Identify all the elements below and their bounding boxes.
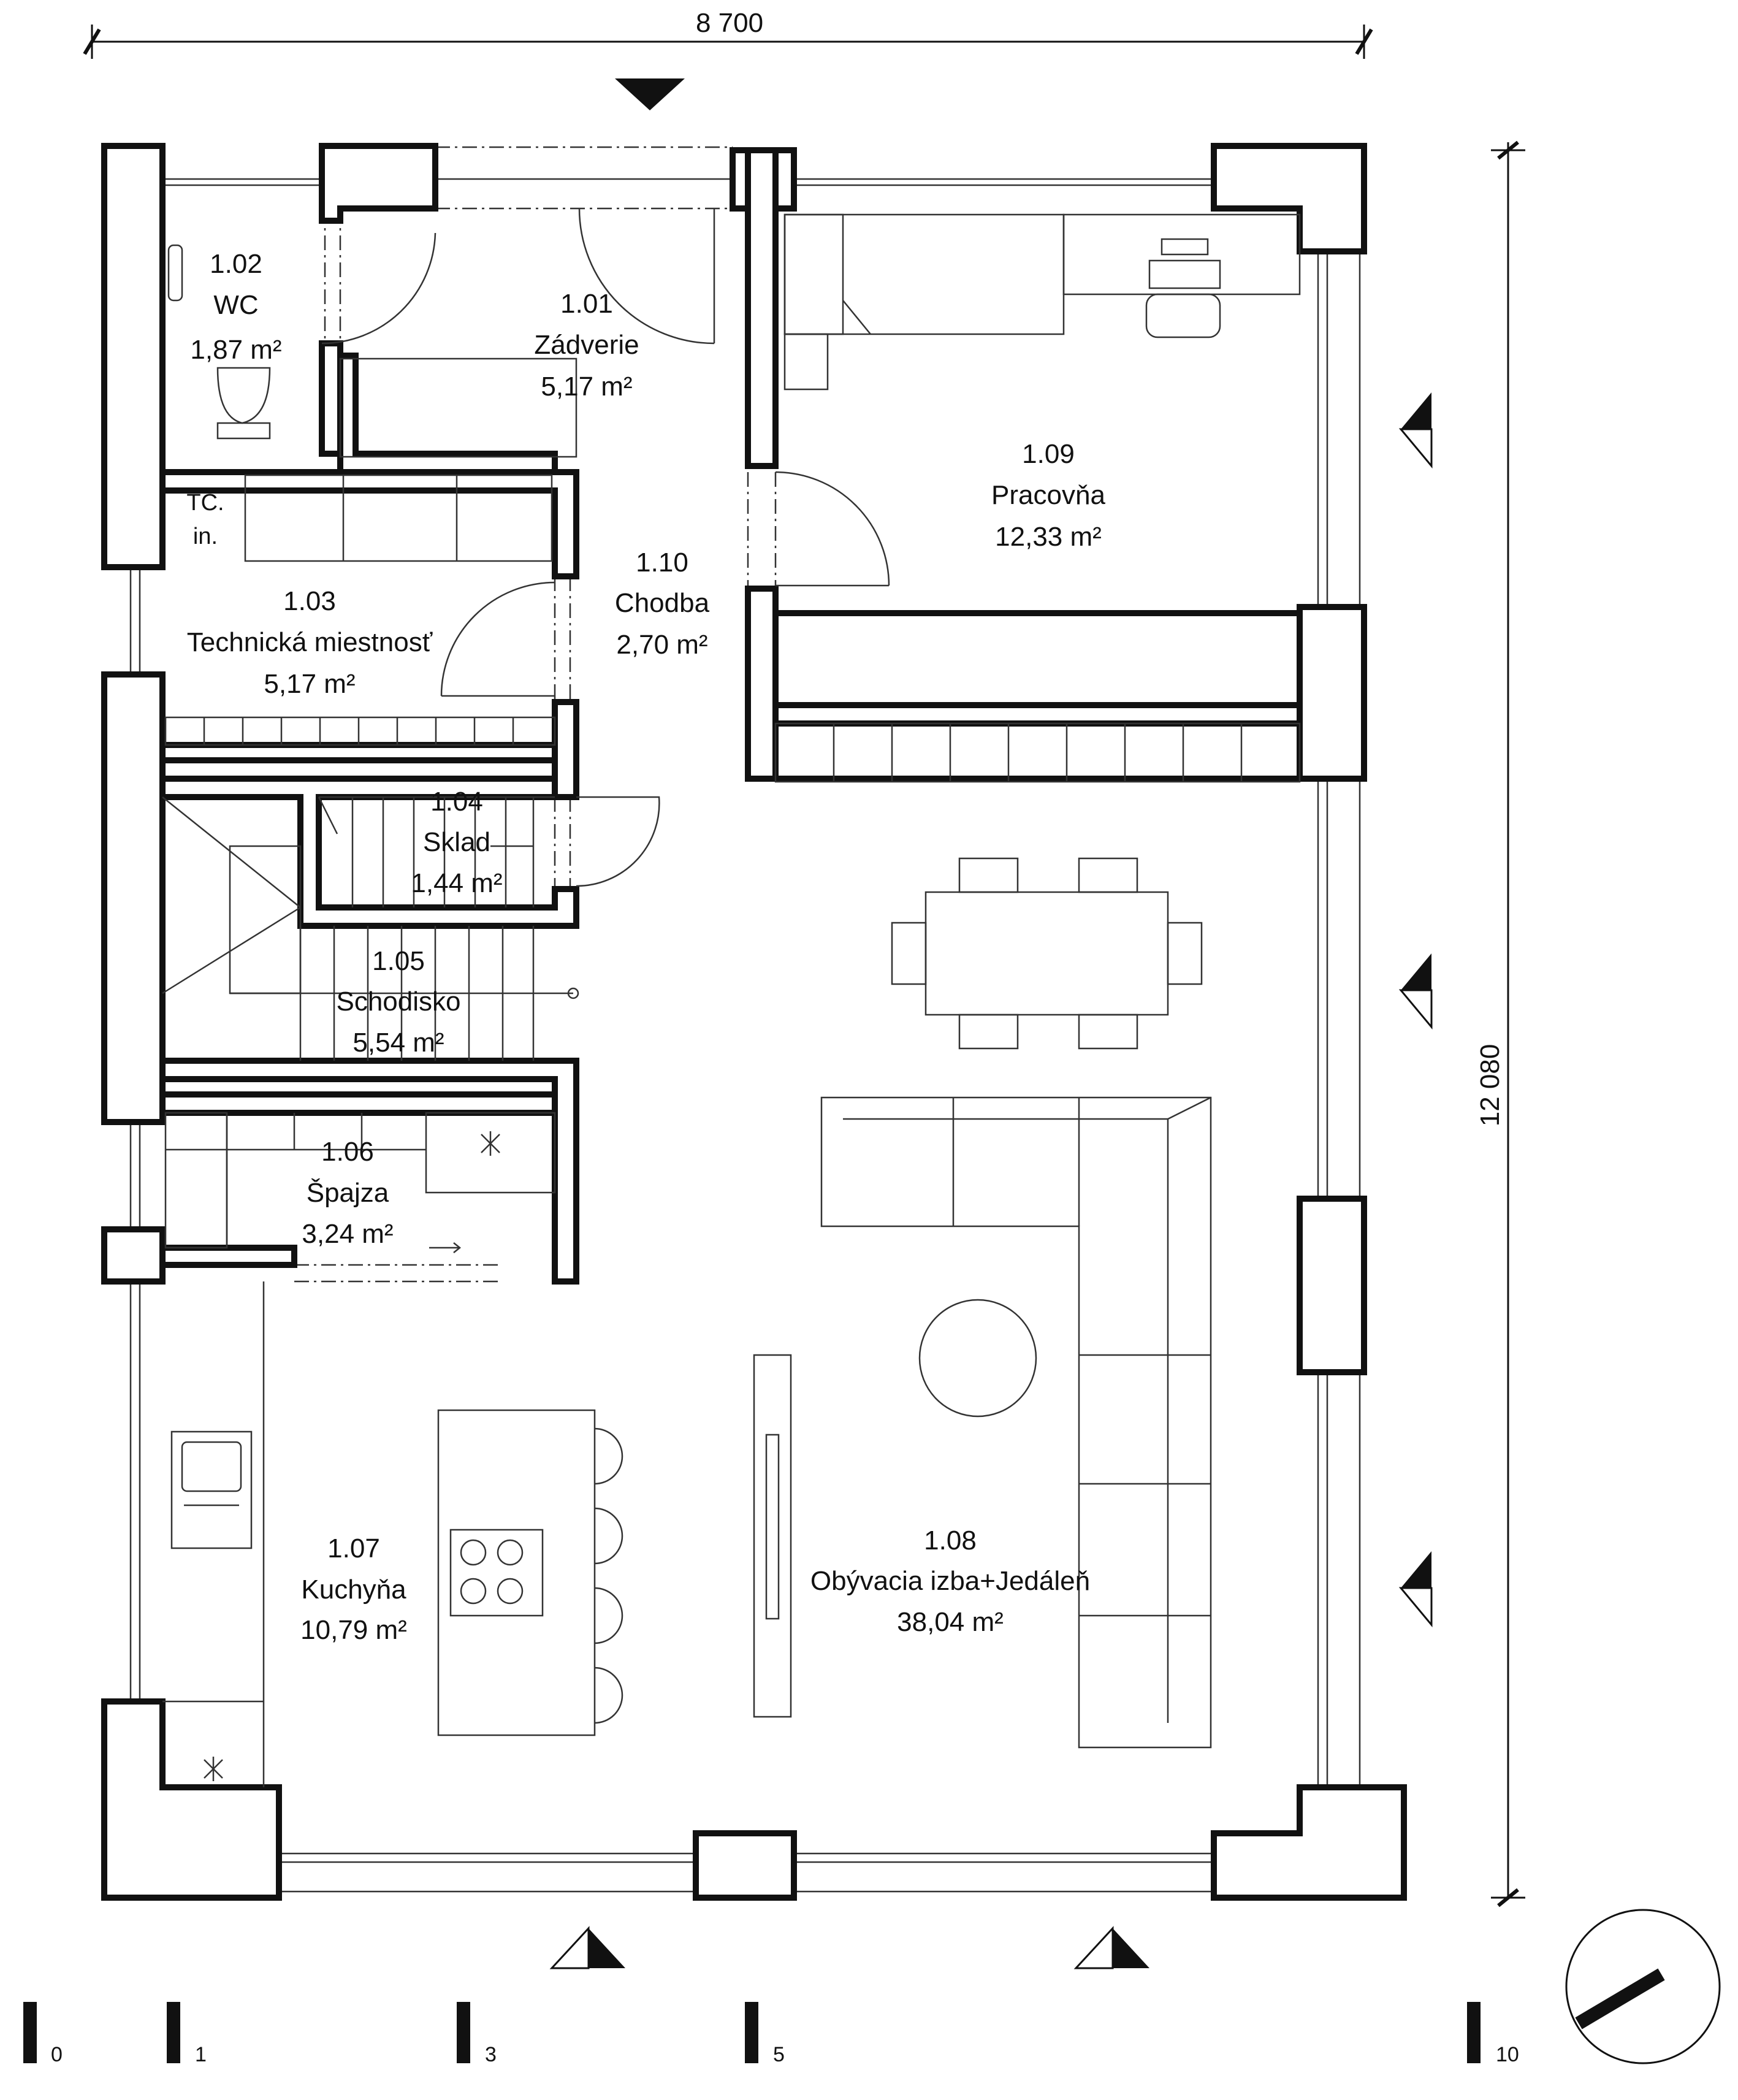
room-1-01-label: 1.01 Zádverie 5,17 m² [534, 289, 639, 402]
room-area: 2,70 m² [616, 630, 707, 660]
scale-bar: 0 1 3 5 10 [23, 2002, 1519, 2066]
room-area: 1,44 m² [411, 868, 502, 898]
room-number: 1.07 [327, 1533, 380, 1564]
room-name: Schodisko [336, 987, 460, 1017]
scale-label: 3 [485, 2043, 497, 2066]
scale-label: 1 [195, 2043, 207, 2066]
dimension-width: 8 700 [83, 8, 1373, 59]
room-number: 1.08 [924, 1525, 977, 1556]
room-name: Špajza [307, 1177, 389, 1208]
room-area: 5,17 m² [541, 372, 632, 402]
room-name: Zádverie [534, 330, 639, 360]
scale-label: 10 [1496, 2043, 1519, 2066]
door-openings [275, 146, 777, 1898]
room-name: Kuchyňa [301, 1575, 406, 1605]
section-marker-icon [1398, 392, 1433, 469]
room-1-10-label: 1.10 Chodba 2,70 m² [615, 548, 710, 660]
tc-unit-label: TČ. in. [186, 489, 224, 549]
scale-label: 0 [51, 2043, 63, 2066]
room-name: Sklad [423, 827, 490, 857]
room-1-04-label: 1.04 Sklad 1,44 m² [411, 787, 502, 898]
fixture-symbols [204, 1131, 500, 1781]
room-1-06-label: 1.06 Špajza 3,24 m² [302, 1137, 393, 1249]
room-1-09-label: 1.09 Pracovňa 12,33 m² [991, 439, 1105, 552]
room-area: 10,79 m² [300, 1615, 407, 1645]
section-marker-icon [1398, 953, 1433, 1030]
room-area: 5,54 m² [353, 1028, 444, 1058]
room-1-02-label: 1.02 WC 1,87 m² [190, 249, 281, 365]
room-1-08-label: 1.08 Obývacia izba+Jedáleň 38,04 m² [810, 1525, 1090, 1637]
room-1-05-label: 1.05 Schodisko 5,54 m² [336, 946, 460, 1058]
room-number: 1.06 [321, 1137, 374, 1167]
tc-label: in. [193, 524, 218, 549]
dimension-height-label: 12 080 [1475, 1044, 1505, 1127]
section-marker-icon [549, 1926, 625, 1969]
dimension-width-label: 8 700 [696, 8, 763, 38]
room-number: 1.01 [560, 289, 613, 319]
room-name: Chodba [615, 588, 710, 618]
room-name: WC [213, 290, 258, 320]
windows [129, 178, 1361, 1893]
room-number: 1.10 [636, 548, 688, 578]
room-number: 1.09 [1022, 439, 1075, 469]
room-1-07-label: 1.07 Kuchyňa 10,79 m² [300, 1533, 407, 1645]
room-number: 1.02 [210, 249, 262, 279]
scale-label: 5 [773, 2043, 785, 2066]
wall-outlines [101, 143, 779, 570]
room-number: 1.05 [372, 946, 425, 976]
room-1-03-label: 1.03 Technická miestnosť 5,17 m² [187, 586, 433, 699]
room-area: 3,24 m² [302, 1219, 393, 1249]
dimension-height: 12 080 [1475, 140, 1525, 1907]
room-area: 12,33 m² [995, 522, 1102, 552]
room-number: 1.04 [430, 787, 483, 817]
furniture [162, 208, 1301, 1787]
room-area: 5,17 m² [264, 669, 355, 699]
room-area: 38,04 m² [897, 1607, 1004, 1637]
section-marker-icon [1398, 1551, 1433, 1628]
room-area: 1,87 m² [190, 335, 281, 365]
north-arrow-icon [1565, 1909, 1721, 2064]
entrance-arrow-icon [615, 78, 685, 110]
room-name: Technická miestnosť [187, 627, 433, 657]
room-name: Obývacia izba+Jedáleň [810, 1566, 1090, 1596]
tc-label: TČ. [186, 489, 224, 516]
room-name: Pracovňa [991, 480, 1105, 510]
room-number: 1.03 [283, 586, 336, 616]
section-marker-icon [1073, 1926, 1149, 1969]
